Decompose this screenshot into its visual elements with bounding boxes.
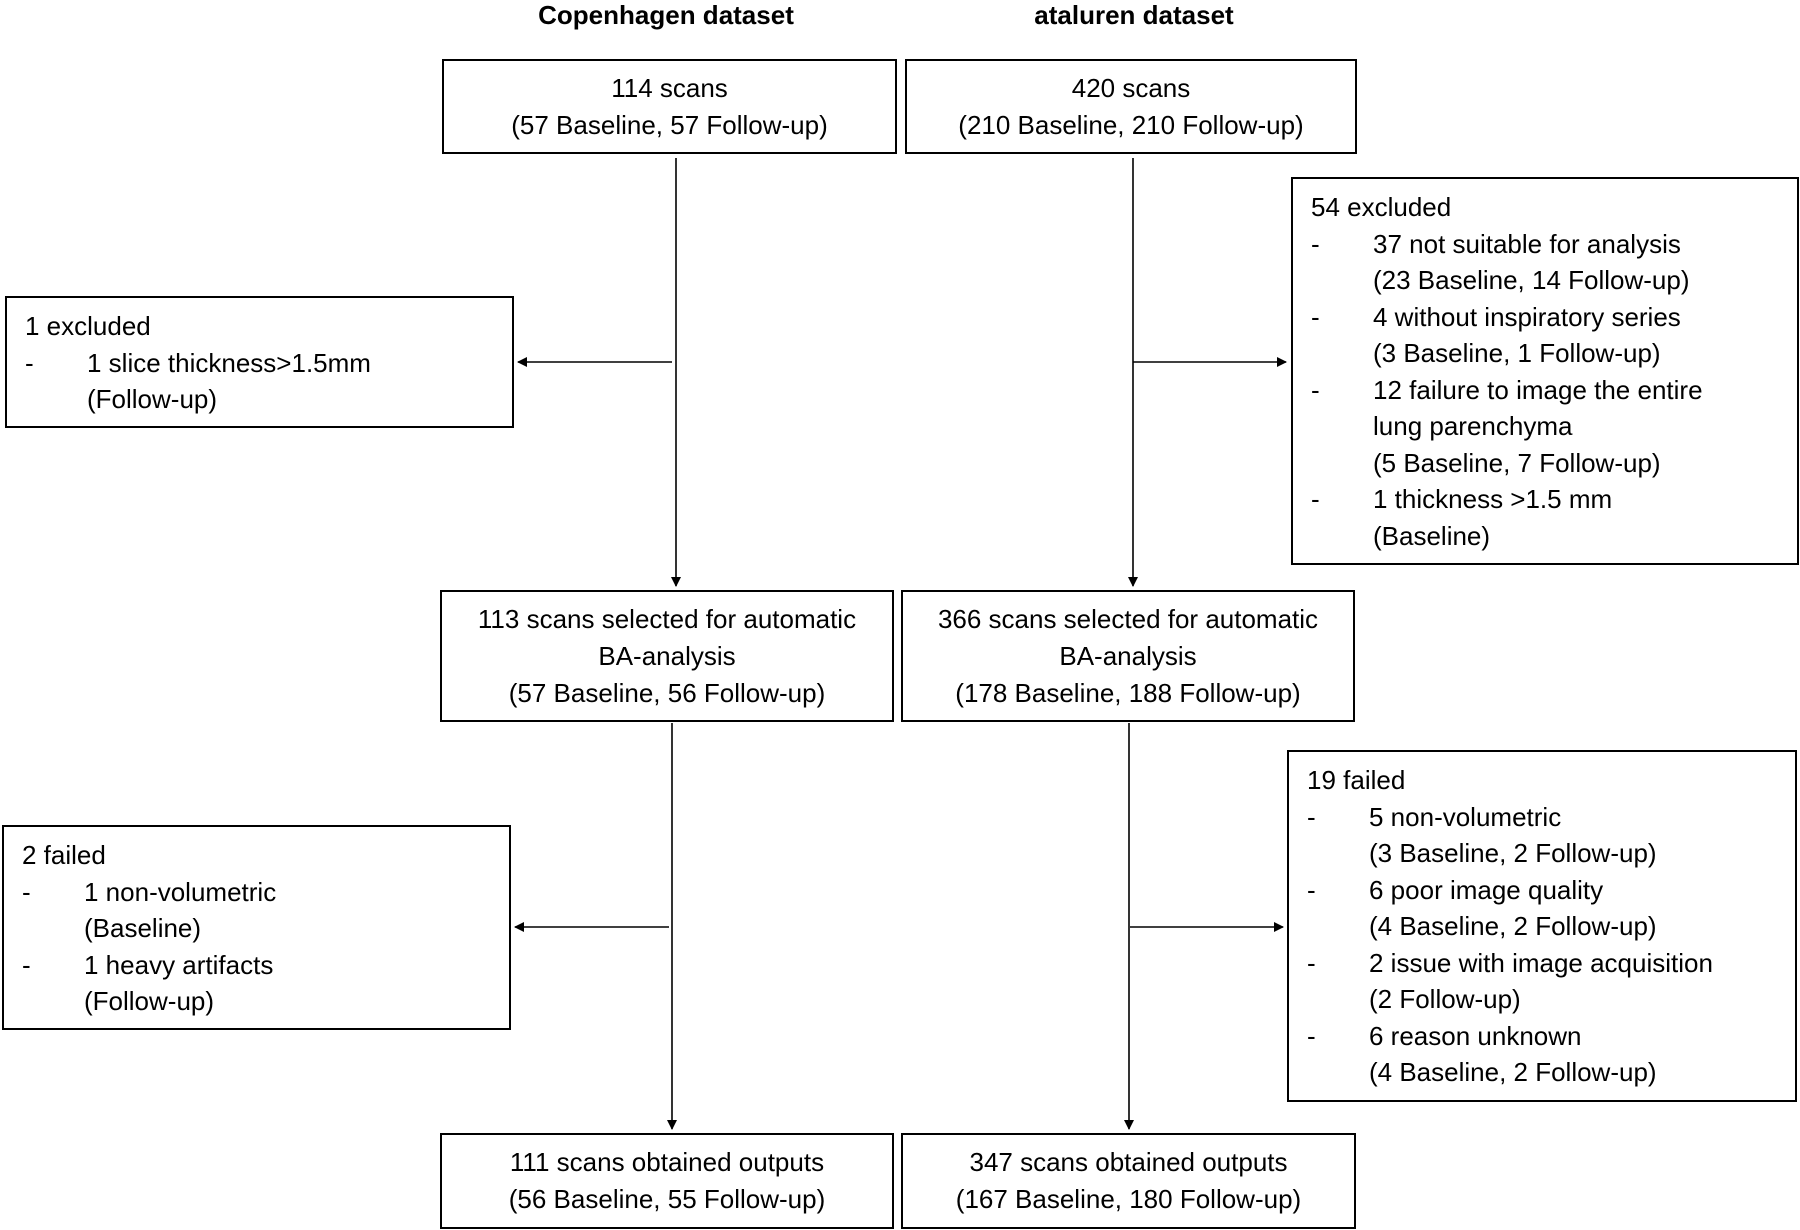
box-line: 347 scans obtained outputs: [969, 1147, 1288, 1177]
item-text: 1 heavy artifacts: [84, 949, 274, 980]
left-selected-box: 113 scans selected for automatic BA-anal…: [440, 590, 894, 722]
failed-item: - 1 heavy artifacts (Follow-up): [22, 947, 509, 1020]
excluded-item: - 4 without inspiratory series (3 Baseli…: [1311, 299, 1797, 372]
right-start-box: 420 scans (210 Baseline, 210 Follow-up): [905, 59, 1357, 154]
failed-item: - 6 reason unknown (4 Baseline, 2 Follow…: [1307, 1018, 1795, 1091]
box-line: 366 scans selected for automatic: [937, 603, 1319, 634]
item-detail: (Baseline): [84, 913, 202, 943]
item-detail: (3 Baseline, 1 Follow-up): [1373, 338, 1661, 368]
bullet-dash: -: [1311, 484, 1320, 514]
item-detail: (3 Baseline, 2 Follow-up): [1369, 838, 1657, 868]
left-outputs-box: 111 scans obtained outputs (56 Baseline,…: [440, 1133, 894, 1229]
item-text: 1 thickness >1.5 mm: [1373, 484, 1613, 514]
item-detail: lung parenchyma: [1373, 411, 1573, 441]
failed-item: - 1 non-volumetric (Baseline): [22, 874, 509, 947]
excluded-item: - 1 thickness >1.5 mm (Baseline): [1311, 481, 1797, 554]
box-line: (57 Baseline, 56 Follow-up): [508, 677, 826, 708]
right-failed-box: 19 failed - 5 non-volumetric (3 Baseline…: [1287, 750, 1797, 1102]
item-text: 6 poor image quality: [1369, 874, 1604, 905]
box-line: (210 Baseline, 210 Follow-up): [958, 109, 1304, 140]
excluded-item: - 37 not suitable for analysis (23 Basel…: [1311, 226, 1797, 299]
item-text: 1 slice thickness>1.5mm: [87, 347, 371, 378]
box-line: BA-analysis: [598, 640, 736, 671]
right-outputs-box: 347 scans obtained outputs (167 Baseline…: [901, 1133, 1356, 1229]
item-text: 37 not suitable for analysis: [1373, 228, 1681, 259]
item-detail: (Follow-up): [84, 986, 215, 1016]
bullet-dash: -: [1307, 947, 1316, 978]
item-text: 2 issue with image acquisition: [1369, 947, 1713, 978]
item-detail: (4 Baseline, 2 Follow-up): [1369, 911, 1657, 941]
box-line: (178 Baseline, 188 Follow-up): [955, 677, 1301, 708]
item-detail: (5 Baseline, 7 Follow-up): [1373, 447, 1661, 478]
header-copenhagen: Copenhagen dataset: [538, 0, 794, 30]
bullet-dash: -: [1307, 801, 1316, 832]
bullet-dash: -: [22, 949, 31, 980]
box-line: (56 Baseline, 55 Follow-up): [508, 1184, 826, 1214]
box-line: (57 Baseline, 57 Follow-up): [511, 109, 828, 140]
item-text: 5 non-volumetric: [1369, 801, 1562, 832]
bullet-dash: -: [1311, 301, 1320, 332]
right-excluded-box: 54 excluded - 37 not suitable for analys…: [1291, 177, 1799, 565]
failed-item: - 5 non-volumetric (3 Baseline, 2 Follow…: [1307, 799, 1795, 872]
left-start-box: 114 scans (57 Baseline, 57 Follow-up): [442, 59, 897, 154]
bullet-dash: -: [1311, 228, 1320, 259]
bullet-dash: -: [1307, 874, 1316, 905]
item-text: 4 without inspiratory series: [1373, 301, 1681, 332]
excluded-title: 54 excluded: [1311, 192, 1452, 222]
left-failed-box: 2 failed - 1 non-volumetric (Baseline) -…: [2, 825, 511, 1030]
left-excluded-box: 1 excluded - 1 slice thickness>1.5mm (Fo…: [5, 296, 514, 428]
box-line: 114 scans: [611, 72, 728, 103]
item-detail: (Follow-up): [87, 384, 218, 414]
item-text: 6 reason unknown: [1369, 1020, 1582, 1051]
right-selected-box: 366 scans selected for automatic BA-anal…: [901, 590, 1355, 722]
bullet-dash: -: [22, 876, 31, 907]
excluded-title: 1 excluded: [25, 311, 151, 341]
item-text: 1 non-volumetric: [84, 876, 277, 907]
box-line: 111 scans obtained outputs: [509, 1147, 825, 1177]
item-detail: (2 Follow-up): [1369, 984, 1521, 1014]
item-detail: (Baseline): [1373, 520, 1491, 551]
box-line: 113 scans selected for automatic: [477, 603, 857, 634]
item-detail: (23 Baseline, 14 Follow-up): [1373, 265, 1690, 295]
box-line: BA-analysis: [1059, 640, 1197, 671]
failed-title: 2 failed: [22, 840, 106, 870]
excluded-item: - 12 failure to image the entire lung pa…: [1311, 372, 1797, 482]
bullet-dash: -: [1307, 1020, 1316, 1051]
excluded-item: - 1 slice thickness>1.5mm (Follow-up): [25, 345, 512, 418]
failed-item: - 2 issue with image acquisition (2 Foll…: [1307, 945, 1795, 1018]
box-line: 420 scans: [1071, 72, 1191, 103]
item-text: 12 failure to image the entire: [1373, 374, 1703, 405]
box-line: (167 Baseline, 180 Follow-up): [955, 1184, 1302, 1214]
failed-title: 19 failed: [1307, 765, 1406, 795]
header-ataluren: ataluren dataset: [1034, 0, 1234, 30]
item-detail: (4 Baseline, 2 Follow-up): [1369, 1057, 1657, 1087]
failed-item: - 6 poor image quality (4 Baseline, 2 Fo…: [1307, 872, 1795, 945]
bullet-dash: -: [25, 347, 34, 378]
bullet-dash: -: [1311, 374, 1320, 405]
